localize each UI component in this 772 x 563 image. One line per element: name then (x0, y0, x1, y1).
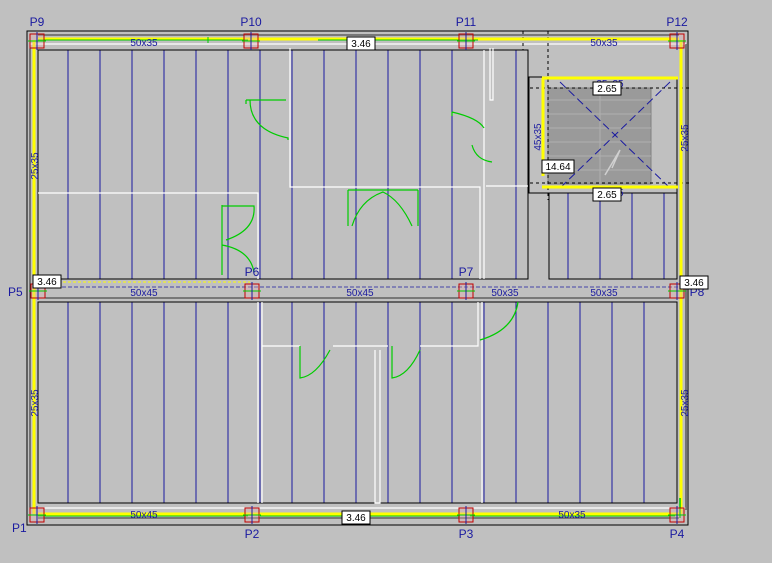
value-boxes: 3.46 3.46 3.46 3.46 2.65 2.65 14.64 (32, 36, 709, 525)
column-p9: P9 (28, 15, 46, 50)
value-box-right: 3.46 (679, 275, 709, 290)
wall-upper-notch (489, 48, 494, 101)
value-box-bottom-text: 3.46 (346, 513, 366, 524)
beam-label-left-upper: 25x35 (30, 152, 41, 180)
column-label: P3 (459, 527, 474, 541)
value-box-right-text: 3.46 (684, 278, 704, 289)
beam-label-top-right: 50x35 (590, 38, 618, 49)
door-lower-right (479, 301, 519, 341)
door-lower-b (391, 346, 421, 379)
beam-label-bottom-right: 50x35 (558, 510, 586, 521)
column-p12: P12 (666, 15, 688, 50)
value-box-top: 3.46 (346, 36, 376, 51)
beam-label-top-left: 50x35 (130, 38, 158, 49)
column-label: P4 (670, 527, 685, 541)
column-p11: P11 (456, 15, 477, 50)
beam-label-middle-left: 50x45 (130, 288, 158, 299)
column-label: P2 (245, 527, 260, 541)
beam-label-middle-right-b: 50x35 (590, 288, 618, 299)
column-p2: P2 (243, 506, 261, 541)
column-label: P11 (456, 15, 477, 29)
column-label: P12 (666, 15, 688, 29)
column-label: P1 (12, 521, 27, 535)
column-label: P9 (30, 15, 45, 29)
wall-upper-left (38, 192, 259, 279)
door-upper-center (347, 189, 419, 227)
stair-symbol (522, 31, 690, 200)
column-label: P10 (240, 15, 262, 29)
wall-upper-center (289, 48, 481, 279)
value-box-left-text: 3.46 (37, 277, 57, 288)
column-p3: P3 (457, 506, 475, 541)
value-box-stair-bottom: 2.65 (592, 187, 622, 202)
value-box-stair-top: 2.65 (592, 81, 622, 96)
wall-lower-mid-c (420, 302, 479, 347)
slab-panel-lower (37, 301, 678, 504)
value-box-stair-bottom-text: 2.65 (597, 190, 617, 201)
beam-label-stair-vertical: 45x35 (533, 123, 544, 151)
column-p7: P7 (457, 265, 475, 300)
value-box-stair-left: 14.64 (541, 159, 575, 174)
joist-lines (67, 50, 665, 503)
column-p10: P10 (240, 15, 262, 50)
column-label: P6 (245, 265, 260, 279)
value-box-left: 3.46 (32, 274, 62, 289)
column-label: P5 (8, 285, 23, 299)
beam-label-right-upper: 25x35 (680, 124, 691, 152)
value-box-top-text: 3.46 (351, 39, 371, 50)
column-p6: P6 (243, 265, 261, 300)
door-upper-left (245, 99, 289, 140)
beam-label-middle-right-a: 50x35 (491, 288, 519, 299)
value-box-bottom: 3.46 (341, 510, 371, 525)
value-box-stair-top-text: 2.65 (597, 84, 617, 95)
column-p1: P1 (12, 506, 46, 535)
value-box-stair-left-text: 14.64 (545, 162, 570, 173)
door-lower-a (299, 346, 331, 379)
beam-label-bottom-left: 50x45 (130, 510, 158, 521)
beam-label-left-lower: 25x35 (30, 389, 41, 417)
wall-lower-partition (374, 350, 381, 504)
slab-panel-upper (37, 49, 529, 280)
door-upper-left-double (221, 205, 255, 275)
column-p4: P4 (668, 506, 686, 541)
beam-label-middle-center: 50x45 (346, 288, 374, 299)
column-label: P7 (459, 265, 474, 279)
beam-label-right-lower: 25x35 (680, 389, 691, 417)
door-symbols (38, 37, 681, 518)
door-upper-right (451, 111, 493, 163)
